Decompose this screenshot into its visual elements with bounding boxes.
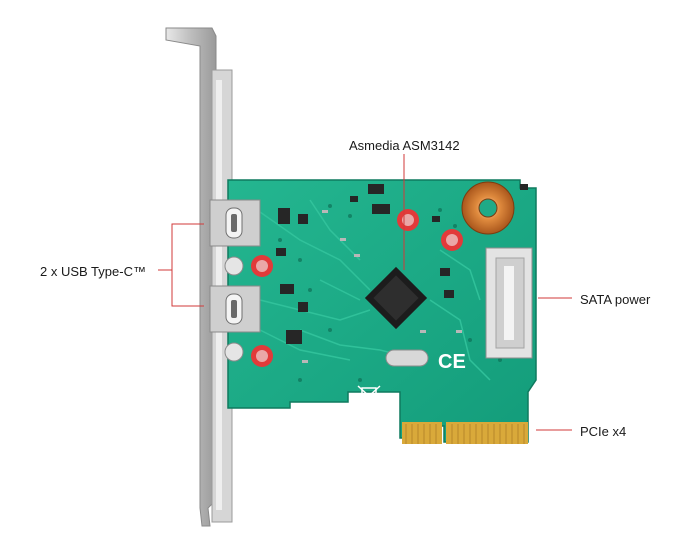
capacitor [251, 255, 273, 277]
capacitor [441, 229, 463, 251]
callout-chip-label: Asmedia ASM3142 [349, 138, 460, 153]
toroid-coil [461, 181, 515, 235]
usb-type-c-port [209, 199, 261, 247]
capacitor [251, 345, 273, 367]
usb-type-c-port [209, 285, 261, 333]
asmedia-chip [364, 266, 428, 330]
callout-pcie-label: PCIe x4 [580, 424, 627, 439]
callout-lines [158, 154, 572, 431]
weee-bin-icon [357, 385, 381, 411]
pcb-board: CE [224, 179, 537, 444]
ce-mark: CE [438, 351, 466, 373]
metal-bracket [165, 27, 233, 527]
callout-usb-label: 2 x USB Type-C™ [40, 264, 146, 279]
capacitor [397, 209, 419, 231]
pcie-gold-fingers [402, 422, 528, 444]
sata-power-connector [485, 247, 533, 359]
mounting-screw [224, 342, 244, 362]
crystal-oscillator [385, 349, 429, 367]
callout-sata-label: SATA power [580, 292, 651, 307]
mounting-screw [224, 256, 244, 276]
